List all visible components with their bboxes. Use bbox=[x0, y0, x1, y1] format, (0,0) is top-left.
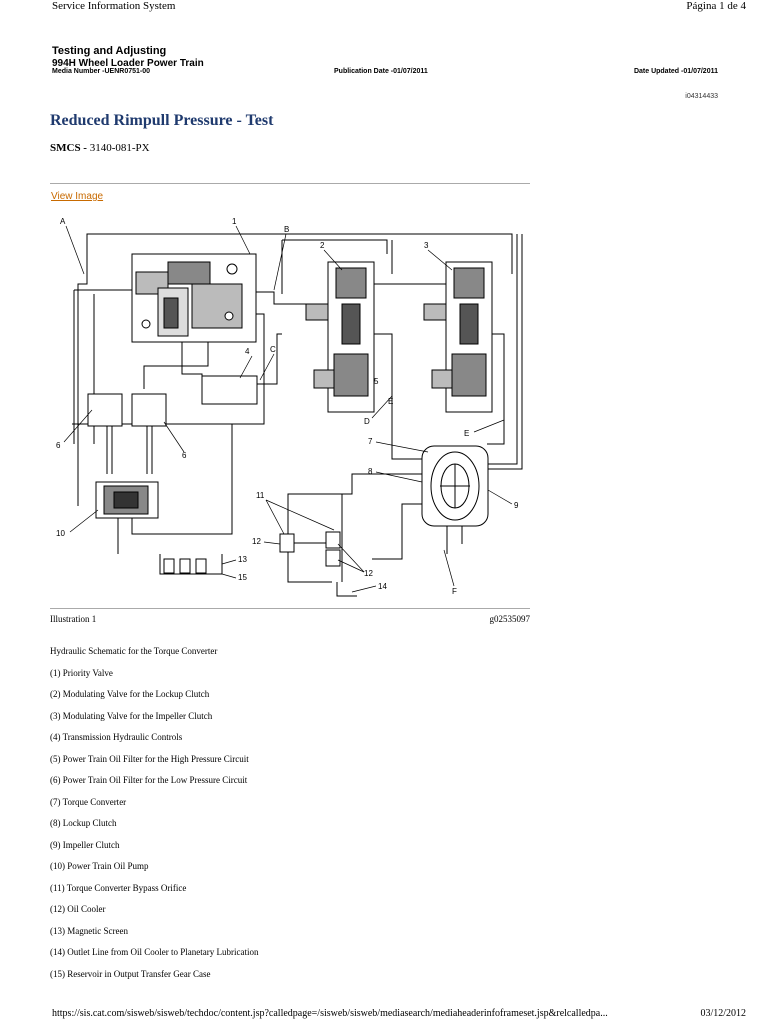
publication-date: Publication Date -01/07/2011 bbox=[334, 68, 428, 75]
callout-6-right: 6 bbox=[182, 451, 187, 460]
header-site-name: Service Information System bbox=[52, 0, 176, 12]
schematic-legend: Hydraulic Schematic for the Torque Conve… bbox=[50, 641, 258, 985]
callout-11: 11 bbox=[256, 491, 265, 500]
legend-item: (14) Outlet Line from Oil Cooler to Plan… bbox=[50, 947, 259, 957]
callout-15: 15 bbox=[238, 573, 247, 582]
document-model: 994H Wheel Loader Power Train bbox=[52, 58, 204, 69]
callout-5: 5 bbox=[374, 377, 379, 386]
divider-bottom bbox=[50, 608, 530, 609]
footer-date: 03/12/2012 bbox=[700, 1008, 746, 1019]
footer-url: https://sis.cat.com/sisweb/sisweb/techdo… bbox=[52, 1008, 608, 1019]
date-updated: Date Updated -01/07/2011 bbox=[633, 68, 718, 75]
legend-item: (3) Modulating Valve for the Impeller Cl… bbox=[50, 710, 213, 721]
callout-e-lower: E bbox=[464, 429, 469, 438]
callout-6-left: 6 bbox=[56, 441, 61, 450]
illustration-label: Illustration 1 bbox=[50, 614, 97, 624]
legend-item: (7) Torque Converter bbox=[50, 796, 127, 807]
legend-caption: Hydraulic Schematic for the Torque Conve… bbox=[50, 646, 218, 656]
callout-12-left: 12 bbox=[252, 537, 261, 546]
document-id: i04314433 bbox=[685, 93, 718, 100]
legend-item: (15) Reservoir in Output Transfer Gear C… bbox=[50, 968, 211, 979]
callout-8: 8 bbox=[368, 467, 373, 476]
legend-item: (2) Modulating Valve for the Lockup Clut… bbox=[50, 689, 210, 699]
hydraulic-schematic: A 1 B 2 3 4 C 5 6 6 D E E 7 8 9 10 11 12… bbox=[56, 217, 523, 597]
legend-item: (12) Oil Cooler bbox=[50, 904, 106, 914]
callout-12-right: 12 bbox=[364, 569, 373, 578]
legend-item: (4) Transmission Hydraulic Controls bbox=[50, 732, 183, 742]
callout-a: A bbox=[60, 217, 66, 226]
callout-c: C bbox=[270, 345, 276, 354]
document-type: Testing and Adjusting bbox=[52, 45, 167, 57]
page-title: Reduced Rimpull Pressure - Test bbox=[50, 112, 274, 129]
header-page-number: Página 1 de 4 bbox=[686, 0, 746, 12]
callout-7: 7 bbox=[368, 437, 373, 446]
callout-13: 13 bbox=[238, 555, 247, 564]
legend-item: (11) Torque Converter Bypass Orifice bbox=[50, 882, 187, 893]
illustration-reference: g02535097 bbox=[489, 614, 531, 624]
media-number: Media Number -UENR0751-00 bbox=[52, 68, 151, 75]
legend-item: (5) Power Train Oil Filter for the High … bbox=[50, 753, 249, 764]
callout-9: 9 bbox=[514, 501, 519, 510]
callout-2: 2 bbox=[320, 241, 325, 250]
legend-item: (8) Lockup Clutch bbox=[50, 818, 117, 828]
smcs-label: SMCS - bbox=[50, 142, 87, 154]
legend-item: (13) Magnetic Screen bbox=[50, 925, 128, 936]
legend-item: (1) Priority Valve bbox=[50, 667, 113, 678]
callout-4: 4 bbox=[245, 347, 250, 356]
callout-14: 14 bbox=[378, 582, 387, 591]
callout-e-upper: E bbox=[388, 397, 393, 406]
legend-item: (9) Impeller Clutch bbox=[50, 839, 120, 850]
callout-d: D bbox=[364, 417, 370, 426]
callout-3: 3 bbox=[424, 241, 429, 250]
callout-1: 1 bbox=[232, 217, 237, 226]
smcs-value: 3140-081-PX bbox=[86, 142, 150, 154]
callout-b: B bbox=[284, 225, 289, 234]
callout-10: 10 bbox=[56, 529, 65, 538]
legend-item: (6) Power Train Oil Filter for the Low P… bbox=[50, 775, 248, 785]
smcs-code: SMCS - 3140-081-PX bbox=[50, 142, 150, 154]
view-image-link[interactable]: View Image bbox=[51, 191, 104, 202]
callout-f: F bbox=[452, 587, 457, 596]
legend-item: (10) Power Train Oil Pump bbox=[50, 861, 149, 871]
divider-top bbox=[50, 183, 530, 184]
